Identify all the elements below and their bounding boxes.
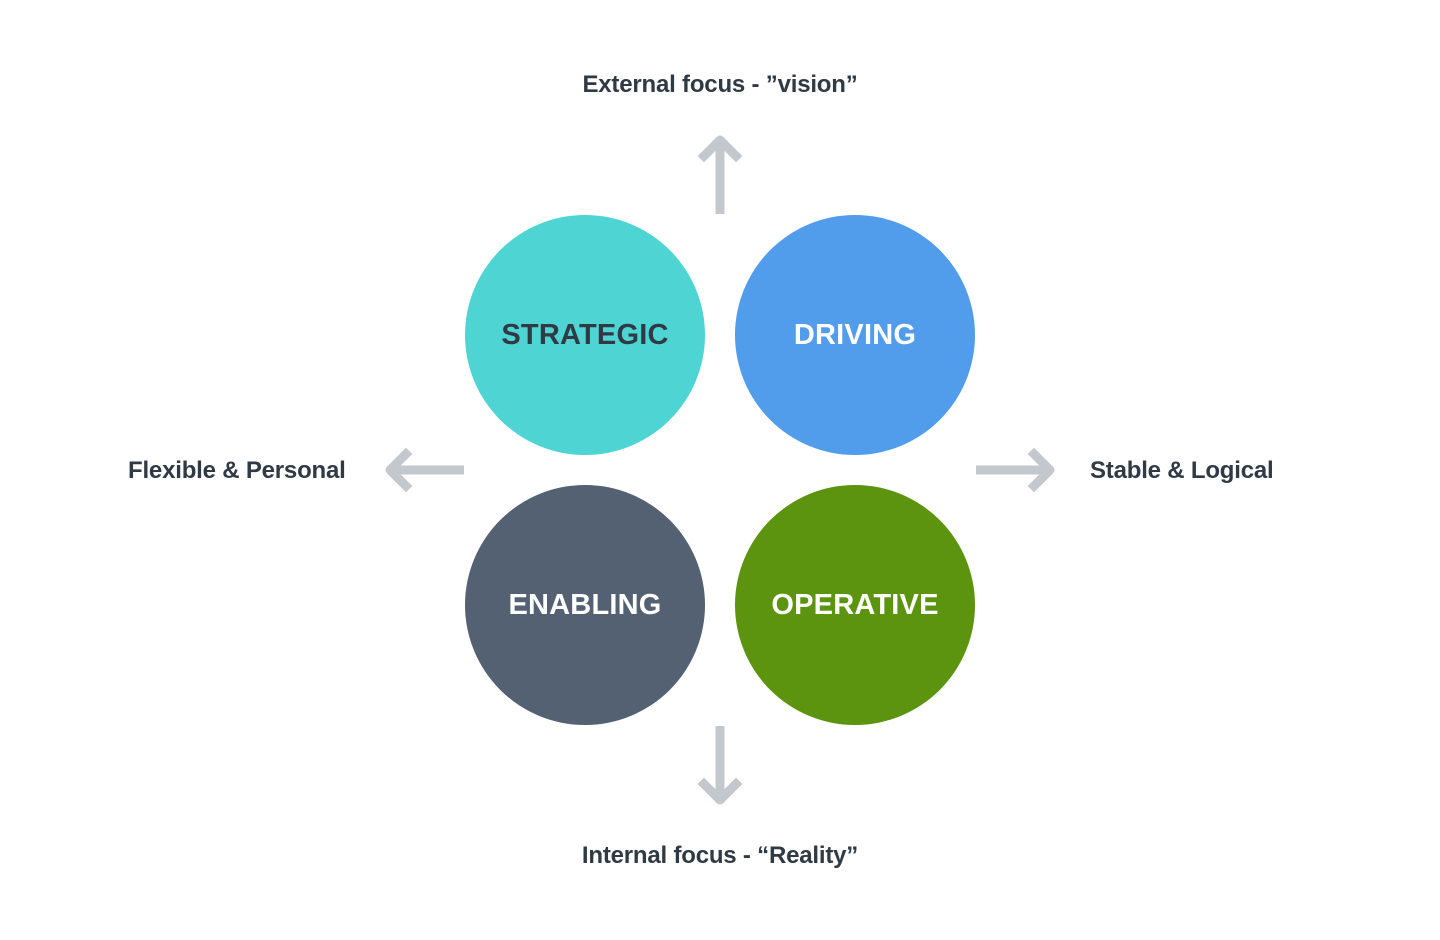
operative-label: OPERATIVE bbox=[771, 588, 939, 621]
enabling-label: ENABLING bbox=[508, 588, 662, 621]
arrow-right-icon bbox=[976, 448, 1058, 492]
driving-label: DRIVING bbox=[793, 318, 917, 351]
driving-circle: DRIVING bbox=[735, 215, 975, 455]
strategic-circle: STRATEGIC bbox=[465, 215, 705, 455]
operative-circle: OPERATIVE bbox=[735, 485, 975, 725]
axis-label-internal-focus: Internal focus - “Reality” bbox=[581, 842, 859, 869]
arrow-up-icon bbox=[698, 134, 742, 214]
arrow-left-icon bbox=[382, 448, 464, 492]
axis-label-flexible-personal: Flexible & Personal bbox=[128, 457, 346, 484]
strategic-label: STRATEGIC bbox=[501, 318, 669, 351]
arrow-down-icon bbox=[698, 726, 742, 806]
axis-label-external-focus: External focus - ”vision” bbox=[582, 71, 858, 98]
enabling-circle: ENABLING bbox=[465, 485, 705, 725]
axis-label-stable-logical: Stable & Logical bbox=[1090, 457, 1274, 484]
